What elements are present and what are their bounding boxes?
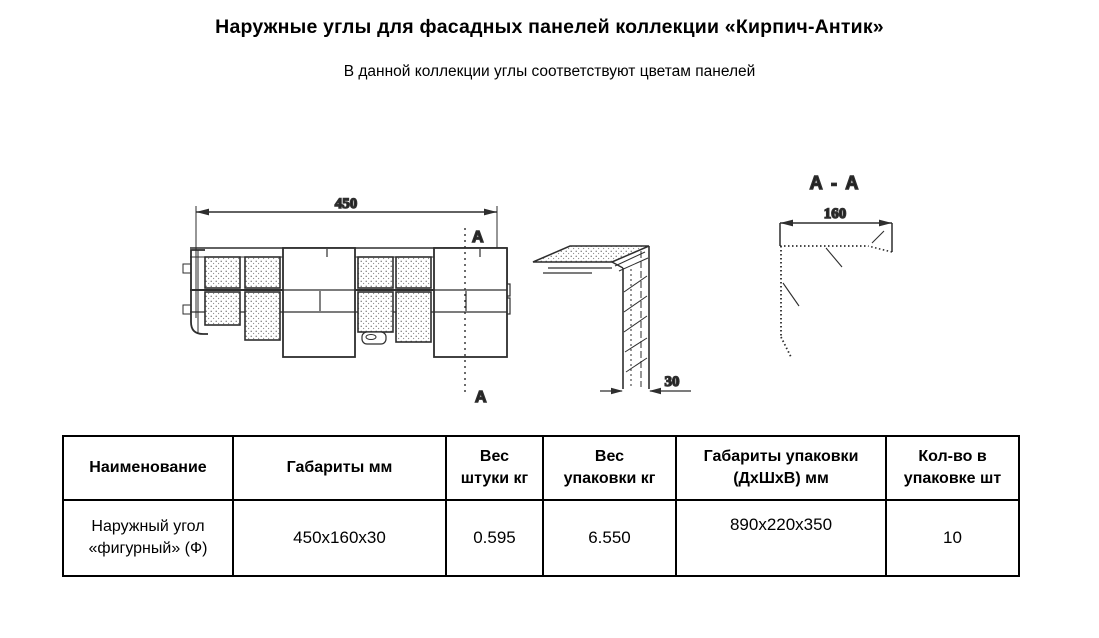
header-pack-weight: Вес упаковки кг xyxy=(542,435,677,501)
table-header-row: Наименование Габариты мм Вес штуки кг Ве… xyxy=(62,435,1020,501)
corner-profile-drawing: 30 xyxy=(532,245,691,395)
header-pack-dimensions: Габариты упаковки (ДхШхВ) мм xyxy=(675,435,887,501)
spec-table: Наименование Габариты мм Вес штуки кг Ве… xyxy=(62,435,1020,577)
dim-arrow-left xyxy=(196,208,209,216)
cell-pack-quantity: 10 xyxy=(885,499,1020,577)
cell-name: Наружный угол «фигурный» (Ф) xyxy=(62,499,234,577)
page-title: Наружные углы для фасадных панелей колле… xyxy=(215,16,884,38)
section-mark-bottom: A xyxy=(475,389,487,406)
dim-arrow-right xyxy=(879,219,892,227)
cell-unit-weight: 0.595 xyxy=(445,499,544,577)
header-unit-weight: Вес штуки кг xyxy=(445,435,544,501)
header-dimensions: Габариты мм xyxy=(232,435,447,501)
section-view-drawing: A - A 160 xyxy=(779,172,893,358)
section-mark-top: A xyxy=(472,229,484,246)
textured-bricks-upper xyxy=(204,256,432,289)
section-width-dimension: 160 xyxy=(824,206,847,222)
section-view-title: A - A xyxy=(810,173,861,193)
header-name: Наименование xyxy=(62,435,234,501)
table-row: Наружный угол «фигурный» (Ф) 450х160х30 … xyxy=(62,499,1020,577)
hatch-marks xyxy=(614,251,649,373)
profile-thickness-dimension: 30 xyxy=(665,374,680,390)
dim-arrow-right xyxy=(649,387,661,395)
cell-pack-dimensions: 890х220х350 xyxy=(675,499,887,577)
front-view-drawing: 450 xyxy=(182,195,511,407)
dim-arrow-right xyxy=(484,208,497,216)
dim-arrow-left xyxy=(611,387,623,395)
front-width-dimension: 450 xyxy=(335,196,358,212)
cell-pack-weight: 6.550 xyxy=(542,499,677,577)
page-subtitle: В данной коллекции углы соответствуют цв… xyxy=(343,63,756,80)
dim-arrow-left xyxy=(780,219,793,227)
textured-bricks-lower xyxy=(204,291,432,343)
header-pack-quantity: Кол-во в упаковке шт xyxy=(885,435,1020,501)
cell-dimensions: 450х160х30 xyxy=(232,499,447,577)
